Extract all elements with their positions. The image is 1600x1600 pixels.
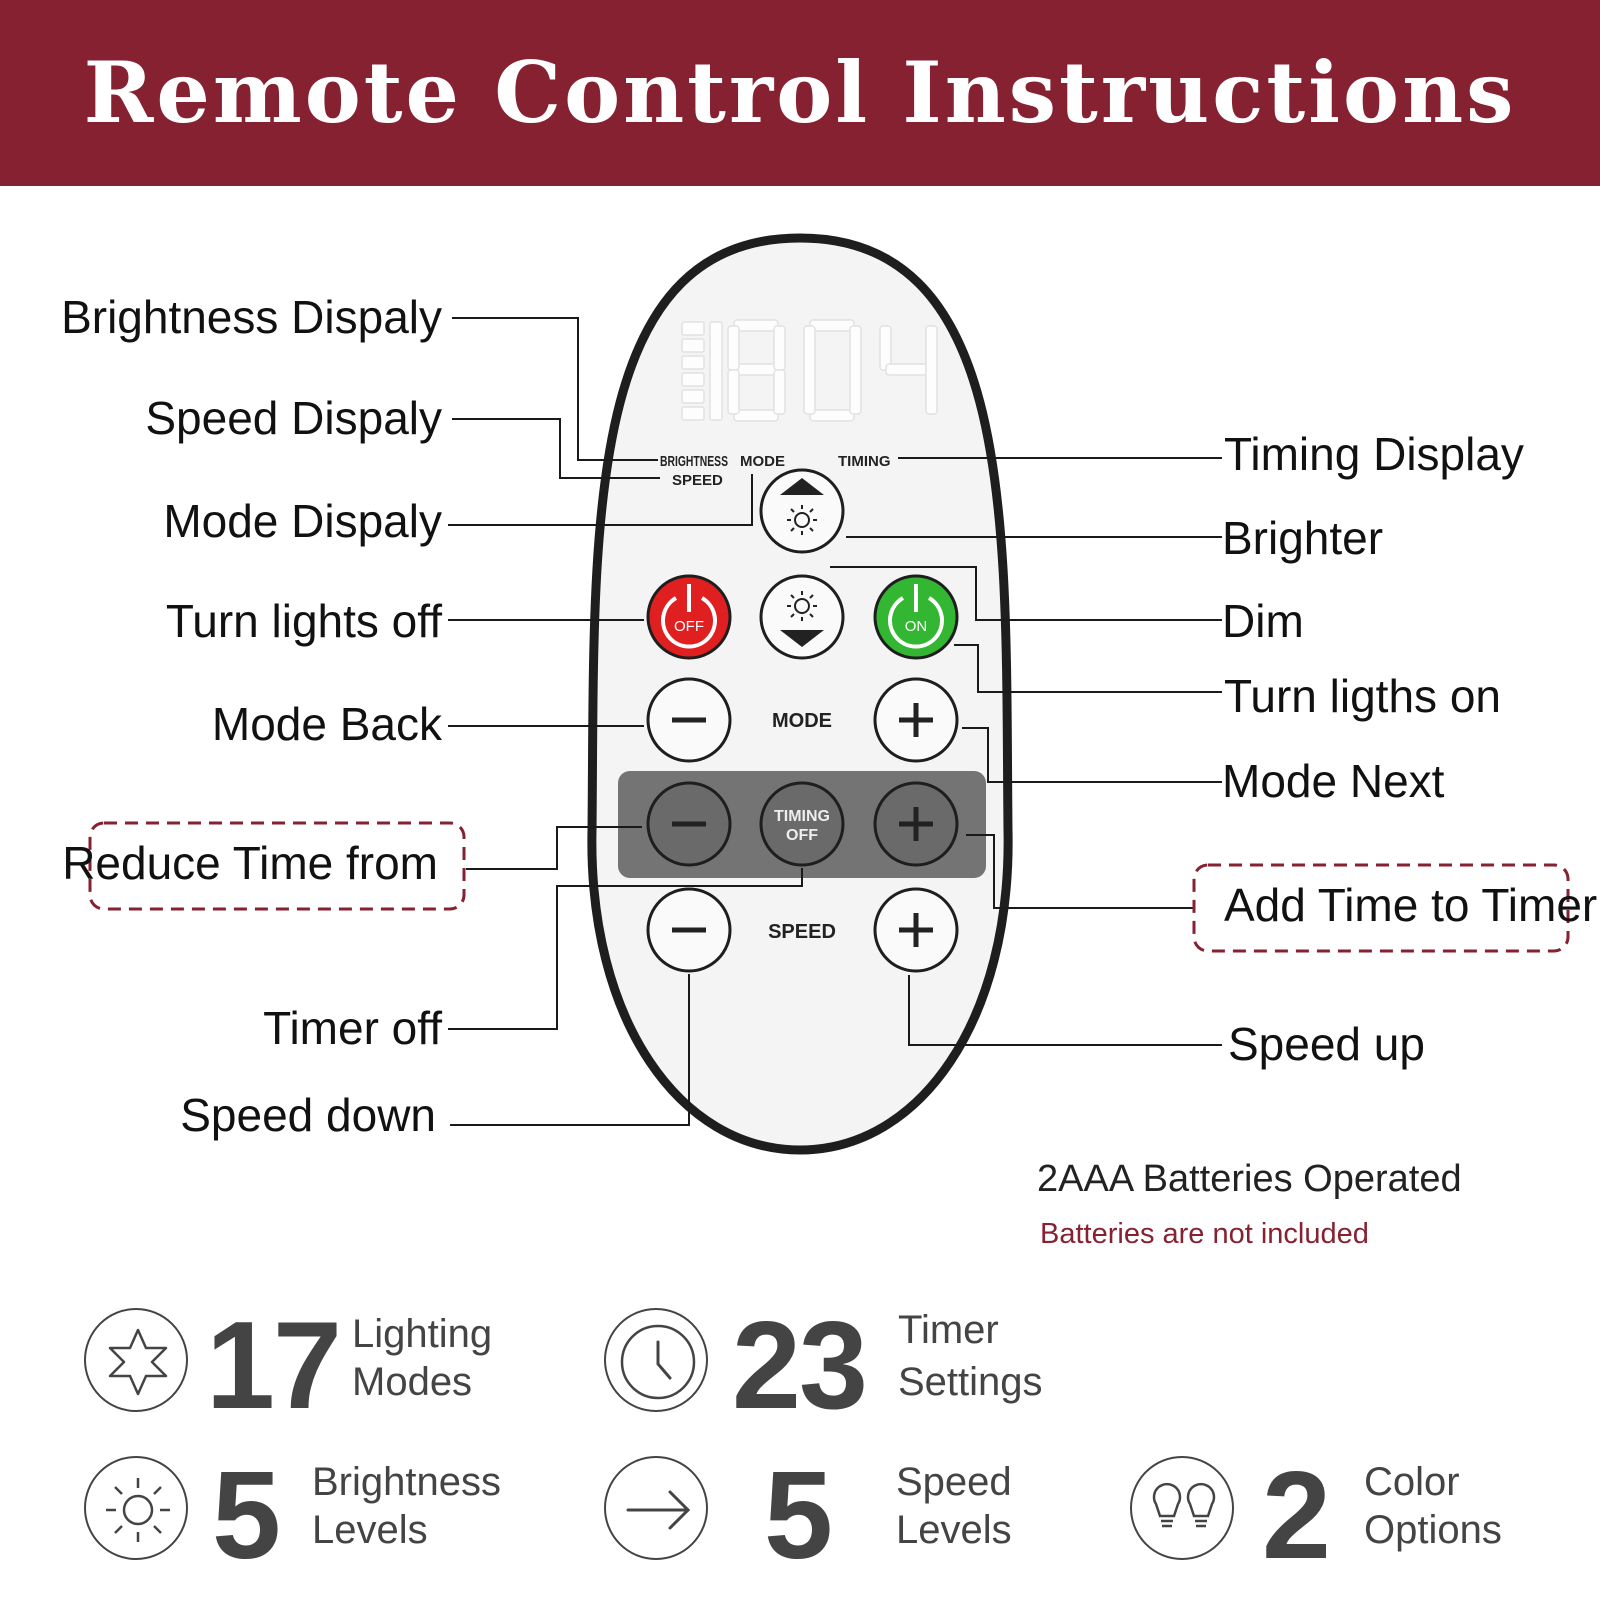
spec-label-line2: Settings [898,1360,1043,1404]
spec-grid: 17 Lighting Modes 23 Timer Settings 5 Br… [0,1296,1600,1600]
mode-back-button[interactable] [646,677,732,763]
callout-mode-back: Mode Back [212,698,443,750]
spec-label-line2: Levels [312,1508,428,1552]
spec-label-line2: Options [1364,1508,1502,1552]
speed-key-label: SPEED [768,921,836,943]
timing-off-line2: OFF [786,827,818,844]
display-label-mode: MODE [740,453,785,470]
callout-brightness-display: Brightness Dispaly [61,291,442,343]
down-arrow-icon [780,630,824,647]
spec-label-line1: Timer [898,1308,999,1352]
off-label: OFF [674,618,704,635]
mode-next-button[interactable] [873,677,959,763]
spec-number: 5 [764,1447,833,1585]
spec-timer-settings: 23 Timer Settings [0,1296,1100,1446]
title-banner: Remote Control Instructions [0,0,1600,186]
spec-label-line1: Speed [896,1460,1012,1504]
callout-reduce-time: Reduce Time from [62,837,438,889]
battery-note: Batteries are not included [1040,1218,1369,1250]
add-time-button[interactable] [873,781,959,867]
page-title: Remote Control Instructions [83,43,1517,142]
clock-icon [604,1308,708,1412]
dim-button[interactable] [759,574,845,660]
timing-off-line1: TIMING [774,808,830,825]
plus-icon [899,913,933,947]
callout-speed-up: Speed up [1228,1018,1425,1070]
power-icon [661,596,717,649]
star-icon [84,1308,188,1412]
spec-number: 17 [206,1297,342,1435]
display-label-speed: SPEED [672,472,723,489]
plus-icon [899,807,933,841]
spec-brightness-levels: 5 Brightness Levels [0,1446,560,1596]
reduce-time-button[interactable] [646,781,732,867]
callout-add-time: Add Time to Timer [1224,879,1597,931]
speed-down-button[interactable] [646,887,732,973]
callout-turn-lights-off: Turn lights off [166,595,442,647]
brighter-button[interactable] [759,468,845,554]
spec-label-line1: Brightness [312,1460,501,1504]
lights-on-button[interactable]: ON [873,574,959,660]
callout-dim: Dim [1222,595,1304,647]
callout-mode-next: Mode Next [1222,755,1445,807]
battery-info: 2AAA Batteries Operated [1037,1158,1462,1200]
callout-speed-down: Speed down [180,1089,436,1141]
add-time-callout-box [1192,863,1570,953]
callout-mode-display: Mode Dispaly [163,495,442,547]
callout-timing-display: Timing Display [1224,428,1524,480]
spec-speed-levels: 5 Speed Levels [0,1446,1100,1596]
sun-down-icon [787,591,817,621]
display-label-timing: TIMING [838,453,891,470]
display-label-brightness: BRIGHTNESS [660,453,728,470]
mode-key-label: MODE [772,710,832,732]
spec-number: 23 [732,1297,868,1435]
spec-number: 2 [1262,1447,1331,1585]
timer-off-button[interactable]: TIMING OFF [759,781,845,867]
reduce-time-callout-box [88,821,466,911]
remote-diagram: BRIGHTNESS MODE TIMING SPEED OFF [61,233,1597,1155]
sun-up-icon [787,505,817,535]
led-display [681,319,938,422]
spec-label-line1: Color [1364,1460,1460,1504]
leader-lines [448,317,1222,1126]
spec-label-line2: Modes [352,1360,473,1404]
spec-lighting-modes: 17 Lighting Modes [0,1296,560,1446]
spec-number: 5 [212,1447,281,1585]
power-icon [888,596,944,649]
lights-off-button[interactable]: OFF [646,574,732,660]
up-arrow-icon [780,478,824,495]
spec-color-options: 2 Color Options [0,1446,1600,1596]
spec-label-line2: Levels [896,1508,1012,1552]
spec-label-line1: Lighting [352,1312,493,1356]
sun-icon [84,1456,188,1560]
callout-brighter: Brighter [1222,512,1383,564]
on-label: ON [905,618,928,635]
callout-speed-display: Speed Dispaly [145,392,442,444]
callout-timer-off: Timer off [263,1002,442,1054]
arrow-right-icon [604,1456,708,1560]
callout-turn-lights-on: Turn ligths on [1224,670,1501,722]
plus-icon [899,703,933,737]
speed-up-button[interactable] [873,887,959,973]
bulbs-icon [1130,1456,1234,1560]
